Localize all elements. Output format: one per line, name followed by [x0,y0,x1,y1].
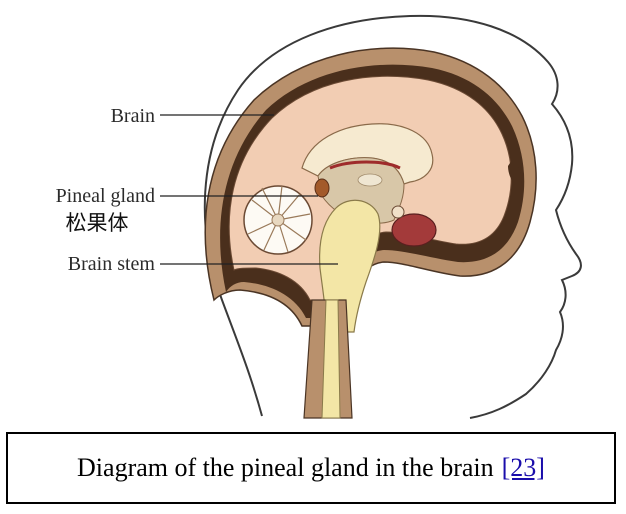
label-brain-stem: Brain stem [68,253,156,275]
caption-text: Diagram of the pineal gland in the brain [77,453,494,482]
label-brain: Brain [111,105,155,127]
head-outline [203,14,582,419]
spinal-cord [321,299,341,419]
thalamus [357,173,383,187]
brain-stem [319,199,381,333]
cerebellum [243,185,313,255]
fornix [329,160,401,170]
reference-link[interactable]: [23] [501,453,545,482]
pineal-gland-diagram: Brain Pineal gland 松果体 Brain stem [56,14,582,419]
pineal-gland [314,178,330,198]
label-pineal-gland: Pineal gland [56,185,155,207]
caption-box: Diagram of the pineal gland in the brain… [6,432,616,504]
pituitary [391,205,405,219]
frontal-sinus [508,160,522,190]
sphenoid-sinus [391,213,437,247]
label-pineal-gland-cn: 松果体 [66,211,129,235]
